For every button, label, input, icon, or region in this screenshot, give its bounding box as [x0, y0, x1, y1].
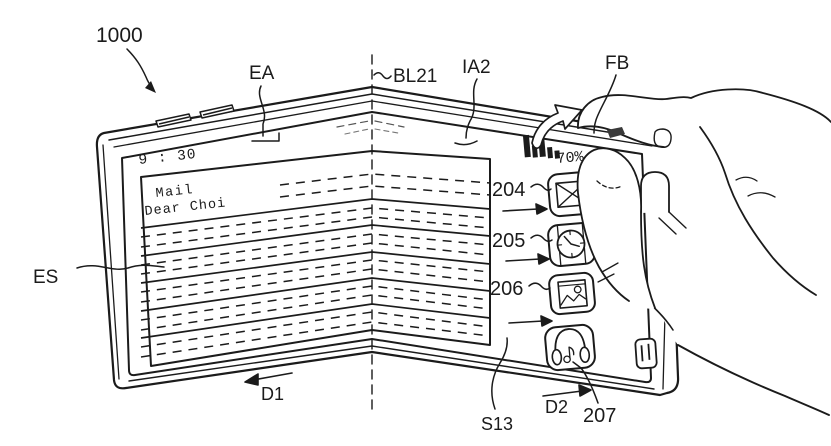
arrow-to-music-icon — [508, 315, 553, 327]
fold-gesture-arrow-icon — [531, 104, 583, 149]
music-app-icon[interactable] — [544, 323, 596, 372]
fingerprint-sensor[interactable] — [607, 127, 625, 138]
label-205: 205 — [492, 230, 525, 252]
hand-illustration — [576, 88, 831, 417]
edge-screen-content: 9 : 30 Mail Dear Choi — [138, 134, 585, 367]
label-es: ES — [33, 267, 58, 288]
label-204: 204 — [492, 179, 525, 201]
leader-206 — [528, 282, 551, 291]
leader-ea — [251, 85, 280, 142]
volume-buttons[interactable] — [155, 104, 235, 128]
leader-205 — [530, 234, 553, 243]
arrow-to-clock-icon — [505, 253, 550, 265]
label-1000: 1000 — [96, 24, 143, 47]
clock-text: 9 : 30 — [138, 147, 198, 169]
annotations: 1000 EA BL21 IA2 FB ES 204 205 206 207 S… — [33, 24, 629, 434]
leader-es — [76, 264, 165, 270]
leader-1000 — [126, 48, 153, 89]
mail-list-lines — [140, 173, 491, 358]
clock-app-icon[interactable] — [547, 221, 596, 268]
direction-d1-arrow — [244, 372, 293, 386]
leader-fb — [593, 74, 617, 134]
direction-d2-arrow — [542, 384, 592, 397]
label-bl21: BL21 — [393, 66, 437, 87]
label-ia2: IA2 — [462, 57, 491, 78]
pause-icon[interactable] — [634, 337, 658, 370]
label-207: 207 — [583, 405, 616, 427]
gallery-app-icon[interactable] — [548, 271, 596, 316]
fold-crease-dashes — [336, 120, 405, 135]
thumb — [576, 147, 656, 309]
label-d2: D2 — [545, 397, 568, 417]
leader-ia2 — [454, 78, 478, 146]
leader-207 — [572, 361, 599, 404]
leader-bl21 — [373, 72, 392, 80]
fingernail — [653, 128, 672, 149]
arrow-to-mail-icon — [502, 203, 548, 215]
leader-s13 — [491, 337, 508, 410]
label-fb: FB — [605, 53, 629, 74]
label-ea: EA — [249, 63, 275, 84]
label-d1: D1 — [261, 384, 284, 404]
mail-title: Mail — [155, 183, 195, 202]
label-s13: S13 — [481, 414, 513, 434]
leader-204 — [530, 183, 552, 192]
label-206: 206 — [490, 278, 523, 300]
arrowhead-1000 — [145, 81, 156, 93]
battery-percentage: 70% — [556, 149, 585, 168]
